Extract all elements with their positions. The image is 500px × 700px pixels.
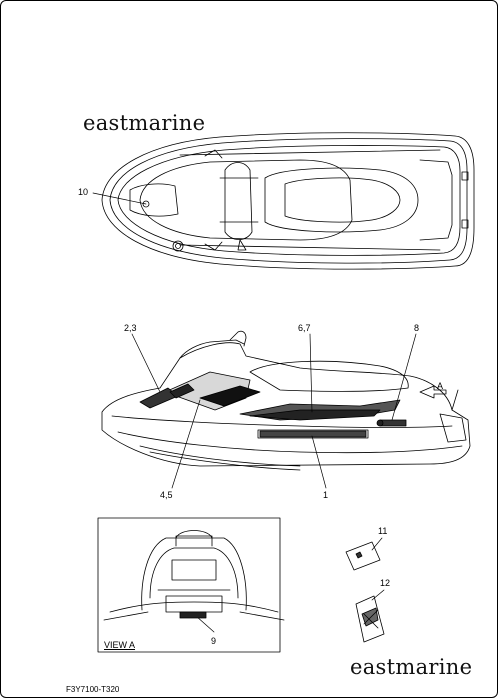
part-11-label — [345, 541, 381, 571]
callout-9: 9 — [211, 636, 217, 646]
callout-8: 8 — [414, 323, 420, 333]
side-view-hull — [101, 330, 471, 471]
callout-6-7: 6,7 — [298, 323, 311, 333]
watermark-top: eastmarine — [83, 111, 206, 135]
view-a-label: VIEW A — [104, 640, 136, 650]
callout-2-3: 2,3 — [124, 323, 137, 333]
part-12-label — [355, 595, 385, 643]
leader-lines — [92, 192, 417, 633]
callout-view-a-arrow: A — [437, 381, 444, 391]
top-view-hull — [101, 132, 475, 270]
callout-4-5: 4,5 — [160, 490, 173, 500]
callout-10: 10 — [78, 187, 89, 197]
view-a-frame — [97, 517, 281, 653]
callout-11: 11 — [378, 526, 388, 536]
callout-12: 12 — [380, 578, 391, 588]
watermark-bottom: eastmarine — [350, 655, 473, 679]
view-a-drawing — [103, 530, 285, 621]
diagram-code: F3Y7100-T320 — [66, 685, 120, 694]
callout-1: 1 — [323, 490, 329, 500]
